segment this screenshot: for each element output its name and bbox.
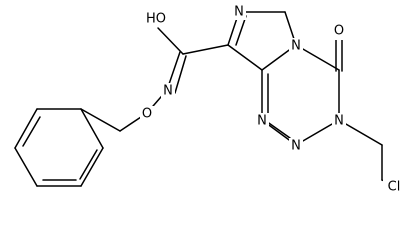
atom-ether-oxygen: O (140, 106, 154, 122)
chlorine-label: Cl (388, 180, 401, 195)
bond-imid-c8a-c8 (227, 44, 263, 71)
triazine-nitrogen-right-label: N (334, 114, 344, 129)
bond-phenyl-ch2 (80, 108, 121, 132)
bond-imid-c8-n7-double (235, 15, 247, 46)
bond-n-c-double-2 (174, 55, 187, 94)
atom-chlorine: Cl (383, 179, 405, 195)
triazine-nitrogen-mid-label: N (291, 139, 301, 154)
bond-benzene-3 (80, 108, 104, 149)
atom-labels: HO N O N N O N N (140, 4, 405, 195)
bond-benzene-4 (80, 147, 104, 187)
bond-n3-ch2 (338, 119, 383, 146)
atom-bridge-nitrogen: N (289, 38, 303, 54)
bond-benzene-double-2 (79, 149, 98, 180)
carbonyl-oxygen-label: O (334, 24, 344, 39)
atom-triazine-nitrogen-mid: N (289, 138, 303, 154)
hydroxyl-label: HO (146, 12, 166, 27)
triazine-nitrogen-left-label: N (257, 114, 267, 129)
bond-c-oh (157, 27, 184, 55)
atom-carbonyl-oxygen: O (332, 24, 346, 40)
atom-triazine-nitrogen-right: N (332, 113, 346, 129)
atom-oxime-nitrogen: N (161, 83, 175, 99)
bond-n5-c4 (295, 44, 340, 71)
ether-oxygen-label: O (142, 107, 152, 122)
atom-imidazole-nitrogen-top: N (232, 4, 246, 20)
imidazole-nitrogen-top-label: N (234, 5, 244, 20)
bond-benzene-6 (14, 147, 38, 187)
molecule-structure: HO N O N N O N N (14, 4, 405, 195)
bond-n2-n1-double (265, 120, 291, 139)
bridge-nitrogen-label: N (291, 39, 301, 54)
bond-n3-n2 (295, 119, 340, 146)
bond-benzene-1 (14, 108, 38, 149)
atom-triazine-nitrogen-left: N (255, 113, 269, 129)
bond-c-imidazole (182, 44, 229, 55)
oxime-nitrogen-label: N (163, 84, 173, 99)
bond-benzene-double-1 (22, 116, 41, 147)
atom-hydroxyl: HO (143, 11, 169, 27)
